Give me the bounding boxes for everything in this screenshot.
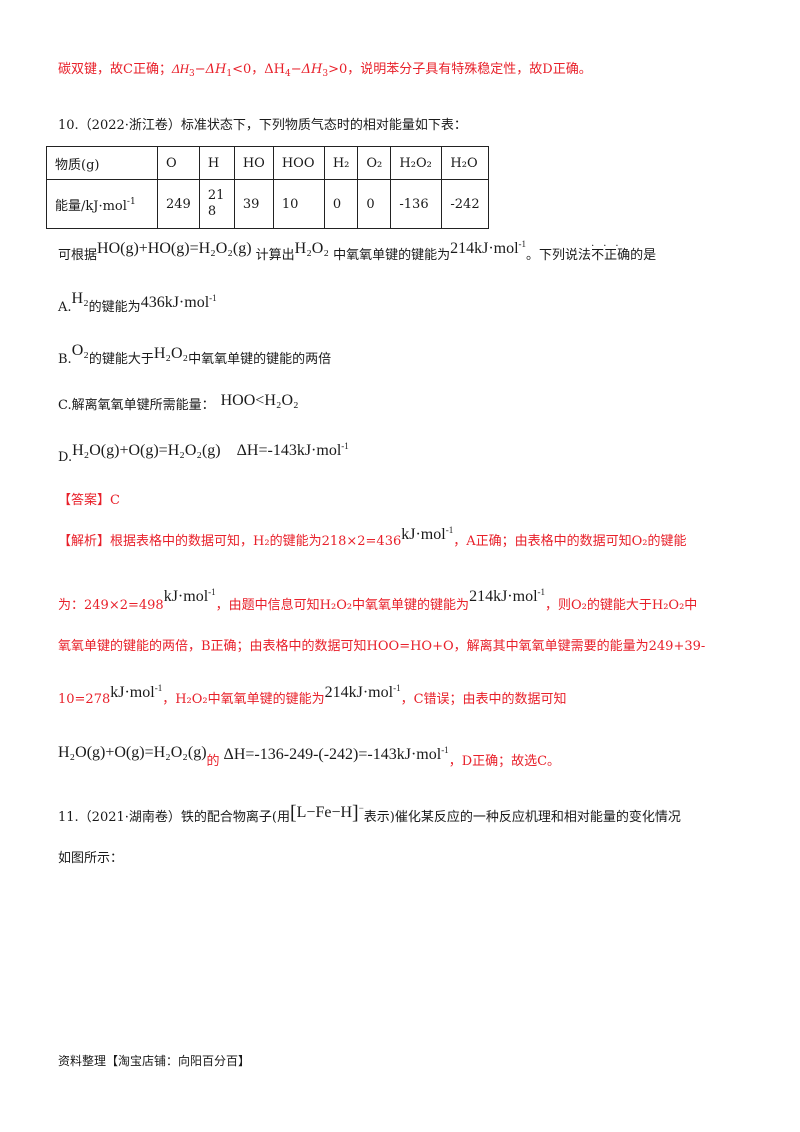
prev-conclusion: 碳双键，故C正确；ΔH3−ΔH1<0，ΔH4−ΔH3>0，说明苯分子具有特殊稳定…: [58, 61, 592, 79]
explanation-line-2: 为：249×2=498kJ·mol-1，由题中信息可知H₂O₂中氧氧单键的键能为…: [58, 587, 698, 614]
table-cell: 0: [357, 179, 392, 229]
option-a: A.H₂的键能为436kJ·mol-1: [58, 290, 217, 315]
q10-stem: 可根据HO(g)+HO(g)=H₂O₂(g) 计算出H₂O₂ 中氧氧单键的键能为…: [58, 239, 657, 264]
option-b: B.O₂的键能大于H₂O₂中氧氧单键的键能的两倍: [58, 342, 332, 367]
table-header-cell: O₂: [357, 146, 392, 180]
table-row-label: 能量/kJ·mol-1: [46, 179, 158, 229]
table-header-cell: H₂: [323, 146, 359, 180]
option-d: D.H₂O(g)+O(g)=H₂O₂(g)ΔH=-143kJ·mol-1: [58, 441, 349, 466]
explanation-line-3: 氧氧单键的键能的两倍，B正确；由表格中的数据可知HOO=HO+O，解离其中氧氧单…: [58, 639, 706, 654]
table-header-cell: H₂O: [441, 146, 489, 180]
q10-title: 10.（2022·浙江卷）标准状态下，下列物质气态时的相对能量如下表：: [58, 118, 467, 133]
option-c: C.解离氧氧单键所需能量：HOO<H₂O₂: [58, 392, 299, 413]
table-cell: 249: [157, 179, 200, 229]
explanation-line-1: 【解析】根据表格中的数据可知，H₂的键能为218×2=436kJ·mol-1，A…: [58, 525, 687, 550]
table-cell: 218: [198, 179, 235, 229]
footer-source: 资料整理【淘宝店铺：向阳百分百】: [58, 1054, 251, 1068]
table-header-cell: 物质(g): [46, 146, 158, 180]
energy-table: 物质(g) O H HO HOO H₂ O₂ H₂O₂ H₂O 能量/kJ·mo…: [46, 146, 489, 229]
q11-line-1: 11.（2021·湖南卷）铁的配合物离子(用[L−Fe−H]−表示)催化某反应的…: [58, 802, 681, 825]
emphasis-dots: 不正确···: [591, 241, 631, 263]
table-header-cell: O: [157, 146, 200, 180]
answer: 【答案】C: [58, 493, 120, 508]
table-cell: -136: [390, 179, 443, 229]
table-header-cell: H: [198, 146, 235, 180]
table-header-cell: HO: [233, 146, 274, 180]
table-cell: 10: [272, 179, 325, 229]
table-header-cell: H₂O₂: [390, 146, 443, 180]
table-cell: 39: [233, 179, 274, 229]
table-cell: -242: [441, 179, 489, 229]
q11-line-2: 如图所示：: [58, 851, 124, 866]
table-header-cell: HOO: [272, 146, 325, 180]
explanation-line-4: 10=278kJ·mol-1，H₂O₂中氧氧单键的键能为214kJ·mol-1，…: [58, 683, 567, 708]
table-cell: 0: [323, 179, 359, 229]
